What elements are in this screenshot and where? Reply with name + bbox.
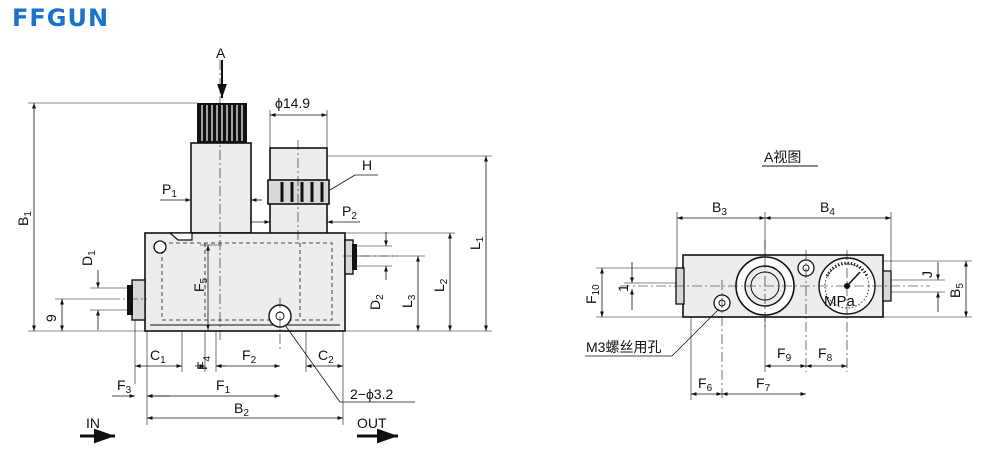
- dim-1: 1: [615, 284, 631, 292]
- dim-h: H: [362, 157, 372, 173]
- regulator-stem: [190, 142, 252, 234]
- m3-hole-note: M3螺丝用孔: [586, 339, 661, 355]
- dim-f7: F7: [756, 375, 771, 394]
- dim-f1: F1: [216, 377, 231, 396]
- dim-d2: D2: [367, 294, 386, 310]
- dim-f4: F4: [194, 355, 213, 370]
- dim-hole: 2−ϕ3.2: [350, 386, 393, 402]
- dim-f10: F10: [583, 284, 602, 304]
- dim-b5: B5: [947, 283, 966, 298]
- view-arrow-label: A: [216, 45, 226, 61]
- dim-b1: B1: [15, 211, 34, 226]
- in-label: IN: [86, 415, 100, 431]
- dim-p2: P2: [342, 203, 357, 222]
- dim-j: J: [919, 271, 935, 278]
- dim-d1: D1: [79, 250, 98, 266]
- gauge-unit: MPa: [824, 293, 856, 310]
- dim-b3: B3: [712, 199, 727, 218]
- dim-c2: C2: [318, 347, 334, 366]
- main-body: [144, 232, 346, 332]
- dim-f9: F9: [777, 345, 792, 364]
- gauge-column: [267, 147, 330, 235]
- dim-p1: P1: [162, 181, 177, 200]
- view-a: A视图 MPa: [583, 149, 972, 400]
- dim-b2: B2: [234, 400, 249, 419]
- out-label: OUT: [357, 415, 387, 431]
- dim-l3: L3: [399, 294, 418, 308]
- dim-l2: L2: [431, 278, 450, 292]
- dim-f5: F5: [191, 277, 210, 292]
- dim-f8: F8: [818, 345, 833, 364]
- dim-c1: C1: [150, 347, 166, 366]
- front-view: A ϕ14.9 H B1 9 D1 P1 F5: [15, 45, 492, 444]
- dim-l1: L1: [467, 236, 486, 250]
- view-a-title: A视图: [764, 149, 801, 165]
- dim-f3: F3: [117, 377, 132, 396]
- adjust-knob: [197, 103, 247, 143]
- internal-passage: [161, 242, 333, 321]
- dim-phi-14-9: ϕ14.9: [275, 95, 310, 111]
- out-fitting: [344, 239, 357, 275]
- dim-f2: F2: [242, 347, 257, 366]
- page-title: FFGUN: [12, 4, 110, 32]
- dim-9: 9: [43, 314, 59, 322]
- mount-hole-top: [153, 240, 167, 254]
- dim-f6: F6: [698, 375, 713, 394]
- in-fitting: [127, 279, 146, 321]
- dim-b4: B4: [820, 199, 835, 218]
